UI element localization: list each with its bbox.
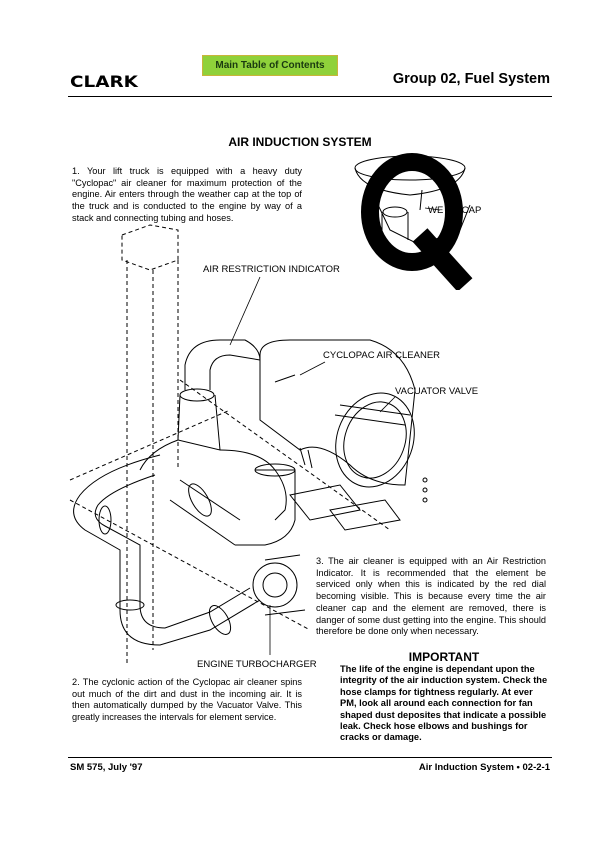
label-engine-turbocharger: ENGINE TURBOCHARGER [197,659,317,670]
paragraph-1: 1. Your lift truck is equipped with a he… [72,166,302,223]
label-air-restriction-indicator: AIR RESTRICTION INDICATOR [203,264,340,275]
air-induction-diagram [69,155,471,665]
bracket-drawing [289,477,428,531]
footer-rule [68,757,552,758]
header-rule [68,96,552,97]
group-title: Group 02, Fuel System [392,71,550,87]
footer-manual-id: SM 575, July '97 [70,762,143,773]
important-text: The life of the engine is dependant upon… [340,664,548,743]
important-heading: IMPORTANT [408,650,480,664]
turbocharger-drawing [252,554,306,616]
section-title: AIR INDUCTION SYSTEM [228,135,372,149]
loop-pipe-drawing [73,454,261,646]
label-cyclopac-air-cleaner: CYCLOPAC AIR CLEANER [323,350,441,361]
footer-page-ref: Air Induction System • 02-2-1 [418,762,550,773]
air-cleaner-drawing [259,339,416,488]
paragraph-3: 3. The air cleaner is equipped with an A… [316,556,546,637]
label-weather-cap: WE ER CAP [428,205,482,216]
upper-hose-drawing [139,339,287,521]
paragraph-2: 2. The cyclonic action of the Cyclopac a… [72,677,302,723]
label-vacuator-valve: VACUATOR VALVE [395,386,479,397]
q-watermark [361,153,473,290]
lower-elbow-drawing [169,463,296,546]
clark-logo: CLARK [70,72,138,91]
leader-lines [229,207,441,655]
main-toc-button[interactable]: Main Table of Contents [202,55,338,76]
